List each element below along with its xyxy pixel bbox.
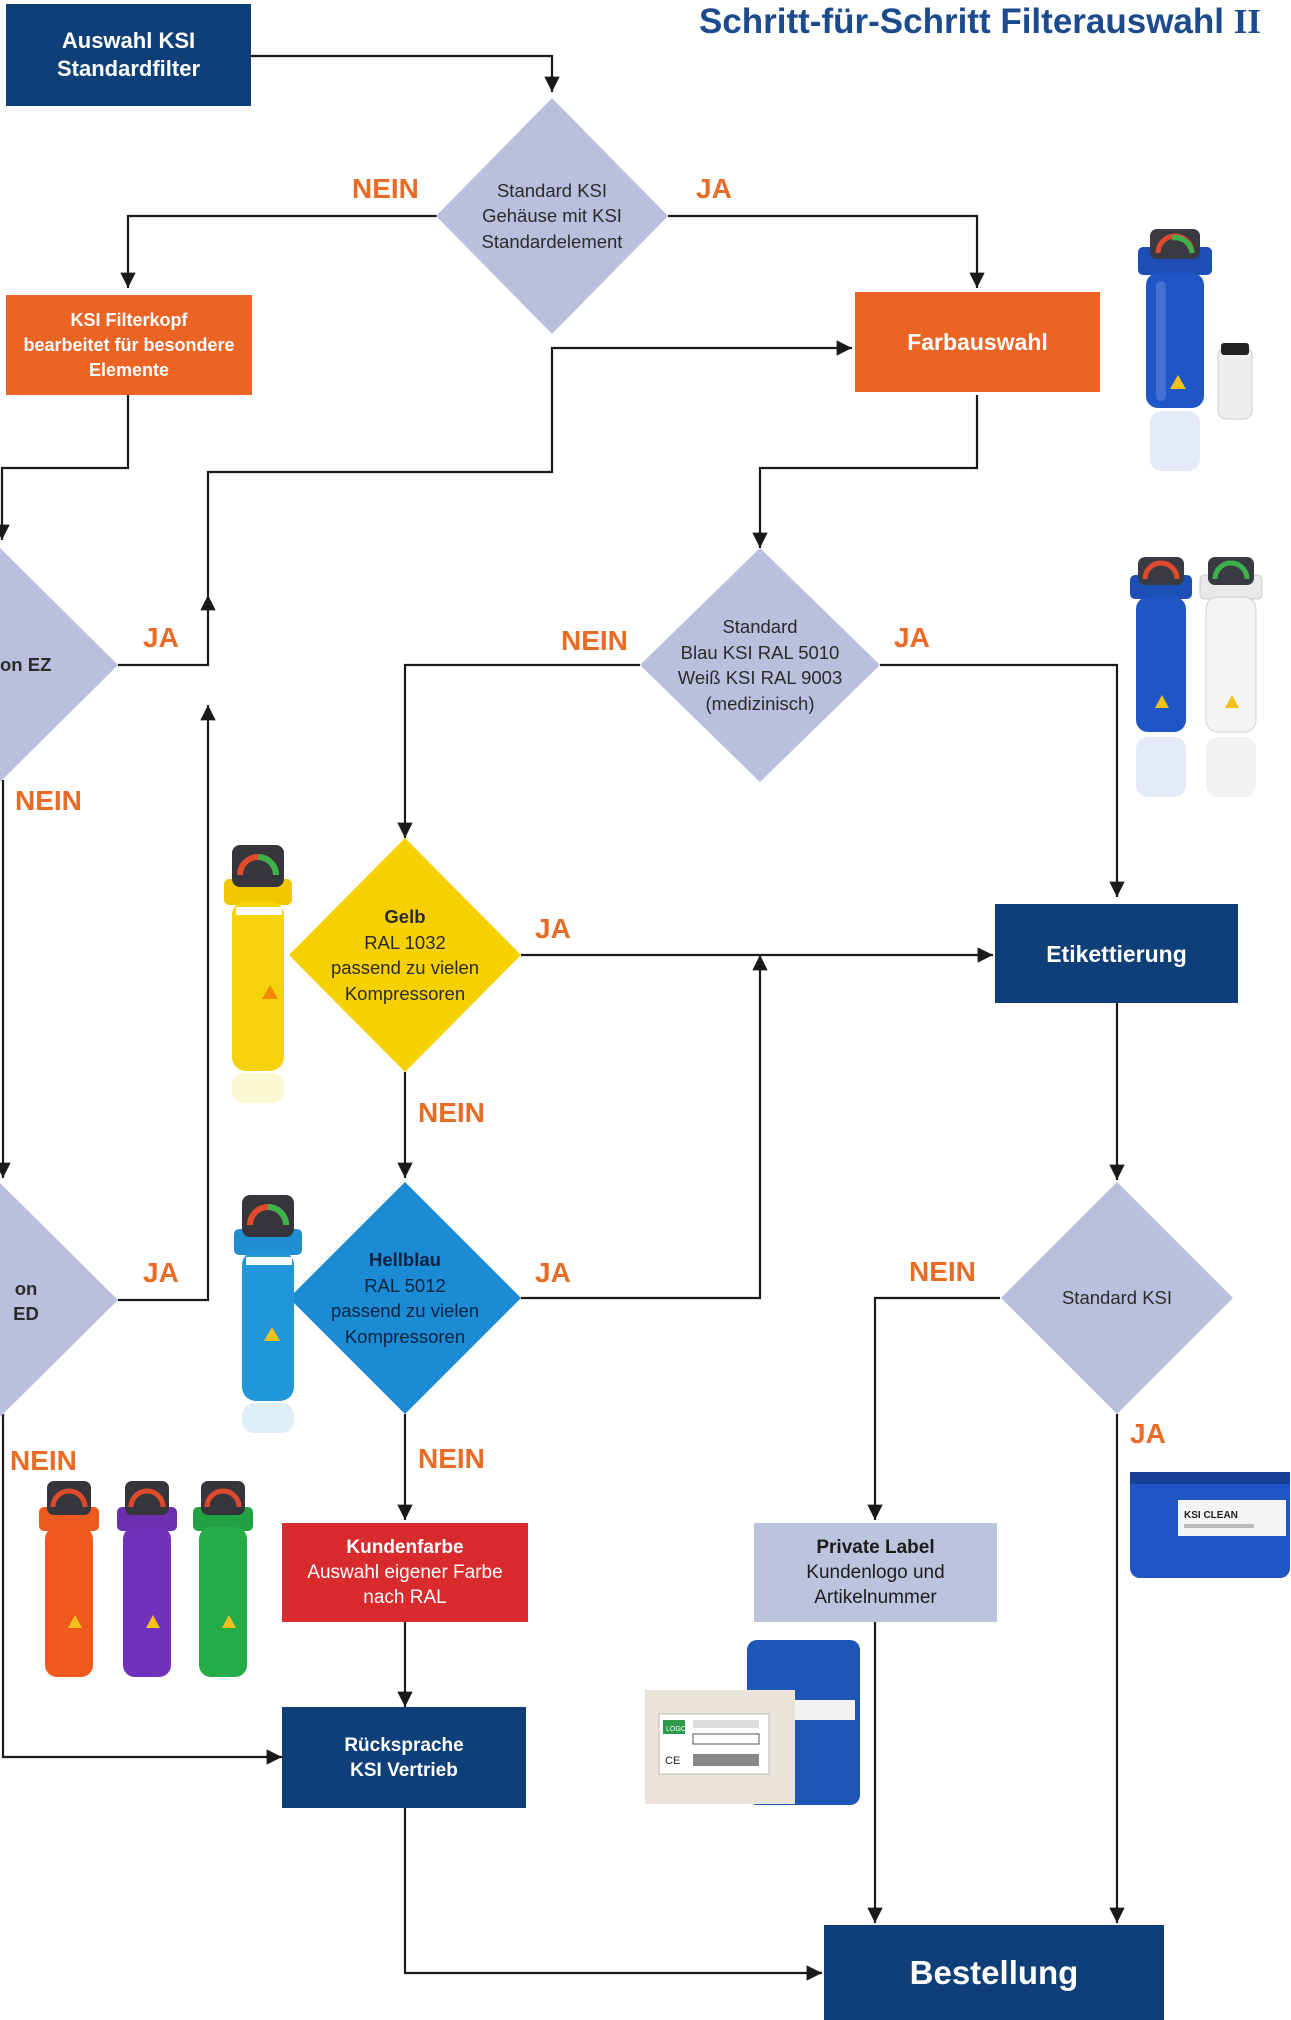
label-standard-no: NEIN — [352, 173, 419, 204]
photo-blue-white-filters — [1130, 557, 1263, 797]
node-start-line-1: Auswahl KSI — [61, 28, 196, 53]
decision-color-line-3: Weiß KSI RAL 9003 — [677, 667, 843, 688]
node-ruecksprache-line-2: KSI Vertrieb — [350, 1759, 458, 1781]
decision-hellblau-diamond — [289, 1182, 521, 1414]
decision-color-line-2: Blau KSI RAL 5010 — [680, 641, 840, 663]
decision-standard-line-2: Gehäuse mit KSI — [482, 205, 622, 227]
node-etikettierung-label: Etikettierung — [1046, 940, 1187, 967]
page-title: Schritt-für-Schritt Filterauswahl II — [699, 0, 1261, 44]
decision-gelb-line-1: RAL 1032 — [364, 931, 446, 953]
node-kundenfarbe-head: Kundenfarbe — [346, 1537, 464, 1558]
node-bestellung: Bestellung — [824, 1925, 1164, 2020]
filter-label-text: KSI CLEAN — [1184, 1510, 1238, 1521]
label-hellblau-no: NEIN — [418, 1443, 485, 1474]
edge-standard-no — [120, 214, 438, 288]
edge-ruecksprache-to-bestellung — [403, 1808, 822, 1981]
photo-yellow-filter — [224, 845, 292, 1103]
edge-farbauswahl-to-color — [752, 395, 979, 548]
edge-ed-no — [1, 1414, 282, 1765]
node-kundenfarbe-line-2: nach RAL — [363, 1587, 447, 1608]
decision-color-line-1: Standard — [722, 616, 798, 637]
decision-hellblau-head: Hellblau — [369, 1249, 441, 1270]
label-ed-yes: JA — [143, 1257, 179, 1288]
label-standardksi-yes: JA — [1130, 1418, 1166, 1449]
label-gelb-no: NEIN — [418, 1097, 485, 1128]
node-farbauswahl: Farbauswahl — [855, 292, 1100, 392]
edge-start-to-standard — [251, 54, 560, 92]
node-filterkopf-line-1: KSI Filterkopf — [70, 309, 188, 330]
edge-standardksi-no — [867, 1296, 1000, 1520]
node-start-line-2: Standardfilter — [56, 56, 201, 81]
label-standardksi-no: NEIN — [909, 1256, 976, 1287]
node-private-label-line-2: Artikelnummer — [814, 1587, 937, 1608]
node-private-label-head: Private Label — [816, 1537, 935, 1558]
label-ed-no: NEIN — [10, 1445, 77, 1476]
node-filterkopf-line-2: bearbeitet für besondere — [23, 334, 235, 355]
decision-standard-diamond — [436, 98, 668, 334]
decision-ez-text: on EZ — [0, 650, 52, 680]
photo-blue-filter-with-element — [1138, 229, 1253, 471]
label-color-no: NEIN — [561, 625, 628, 656]
node-farbauswahl-label: Farbauswahl — [907, 328, 1048, 355]
decision-hellblau-line-3: Kompressoren — [344, 1325, 466, 1347]
decision-color-diamond — [640, 548, 880, 782]
node-kundenfarbe-line-1: Auswahl eigener Farbe — [307, 1562, 503, 1583]
label-hellblau-yes: JA — [535, 1257, 571, 1288]
edge-filterkopf-to-ez — [0, 395, 130, 540]
decision-gelb-line-2: passend zu vielen — [330, 957, 480, 978]
decision-color-line-4: (medizinisch) — [705, 692, 815, 714]
label-color-yes: JA — [894, 622, 930, 653]
ce-mark: CE — [665, 1755, 680, 1767]
decision-gelb-line-3: Kompressoren — [344, 982, 466, 1004]
decision-hellblau-line-2: passend zu vielen — [330, 1300, 480, 1321]
decision-standardksi-text: Standard KSI — [1027, 1280, 1207, 1316]
edge-color-no — [397, 663, 640, 838]
photo-labeled-filter-closeup: KSI CLEAN — [1130, 1472, 1290, 1578]
decision-standardksi-diamond — [1001, 1182, 1233, 1414]
edge-color-yes — [880, 663, 1125, 897]
photo-custom-color-filters — [39, 1481, 253, 1677]
decision-hellblau-line-1: RAL 5012 — [364, 1274, 446, 1296]
title-text: Schritt-für-Schritt Filterauswahl — [698, 2, 1225, 41]
decision-ez-diamond — [0, 548, 118, 782]
node-ruecksprache-line-1: Rücksprache — [344, 1734, 464, 1756]
edge-ez-yes — [118, 595, 216, 667]
label-gelb-yes: JA — [535, 913, 571, 944]
node-bestellung-label: Bestellung — [909, 1953, 1079, 1991]
node-etikettierung: Etikettierung — [995, 904, 1238, 1003]
decision-standard-text: Standard KSI Gehäuse mit KSI Standardeleme… — [452, 166, 652, 266]
decision-ed-text: on ED — [0, 1278, 52, 1325]
decision-standard-line-3: Standardelement — [481, 230, 623, 252]
decision-ez-label: on EZ — [0, 654, 52, 676]
node-start: Auswahl KSI Standardfilter — [6, 4, 251, 106]
edge-loop-to-farbauswahl — [206, 340, 852, 595]
decision-gelb-diamond — [289, 838, 521, 1072]
decision-standard-line-1: Standard KSI — [496, 179, 608, 201]
decision-ed-label: on ED — [13, 1277, 39, 1325]
title-roman-numeral: II — [1233, 2, 1261, 41]
photo-lightblue-filter — [234, 1195, 302, 1433]
box-logo-text: LOGO — [666, 1726, 687, 1733]
label-ez-yes: JA — [143, 622, 179, 653]
photo-private-label-box: LOGO CE — [645, 1640, 860, 1805]
node-private-label-line-1: Kundenlogo und — [806, 1562, 945, 1583]
node-filterkopf-line-3: Elemente — [88, 359, 170, 380]
decision-standardksi-label: Standard KSI — [1061, 1287, 1173, 1309]
decision-gelb-head: Gelb — [384, 906, 426, 927]
edge-standard-yes — [668, 214, 985, 288]
edge-ed-yes — [118, 705, 216, 1302]
edge-hellblau-yes — [521, 955, 768, 1300]
label-standard-yes: JA — [696, 173, 732, 204]
label-ez-no: NEIN — [15, 785, 82, 816]
decision-ed-diamond — [0, 1183, 118, 1417]
